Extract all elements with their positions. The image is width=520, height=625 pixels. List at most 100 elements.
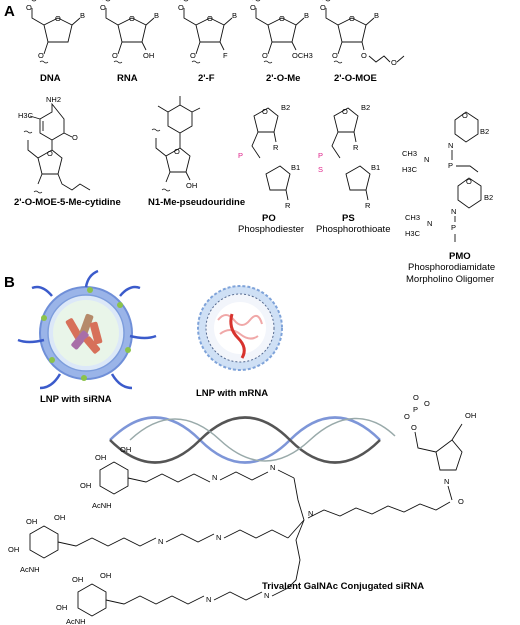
methyl-ch3: CH3 xyxy=(405,213,420,222)
oxygen-moe: O xyxy=(391,58,397,67)
oxygen-atom: O xyxy=(413,393,419,402)
hydroxyl: OH xyxy=(26,517,37,526)
po-full: Phosphodiester xyxy=(238,224,304,235)
fluoro-sugar-structure: O O O B F xyxy=(178,0,237,64)
moe-me-cytidine-structure: NH2 H3C O O xyxy=(18,95,91,194)
oxygen-atom: O xyxy=(411,423,417,432)
dna-sugar-structure: O O O B xyxy=(26,0,85,64)
ring-oxygen: O xyxy=(262,107,268,116)
lnp-mrna-illustration xyxy=(197,285,283,371)
hydroxyl: OH xyxy=(100,571,111,580)
r-group: R xyxy=(353,143,359,152)
oxygen-atom: O xyxy=(424,399,430,408)
ring-nitrogen: N xyxy=(448,141,453,150)
hydroxyl: OH xyxy=(54,513,65,522)
ome-sugar-structure: O O O B OCH3 xyxy=(250,0,313,64)
base-b2-label: B2 xyxy=(480,127,489,136)
sirna-duplex-helix xyxy=(109,416,396,464)
po-abbr: PO xyxy=(262,213,276,224)
r-group: R xyxy=(273,143,279,152)
oxygen-3prime: O xyxy=(262,51,268,60)
hydroxyl: OH xyxy=(8,545,19,554)
ring-oxygen: O xyxy=(129,14,135,23)
galnac-sugar-bottom: OH OH OH AcNH N N xyxy=(56,571,289,625)
ring-nitrogen: N xyxy=(451,207,456,216)
phosphorus: P xyxy=(318,151,323,160)
base-label: B xyxy=(304,11,309,20)
lnp-sirna-illustration xyxy=(17,269,157,390)
phosphorus: P xyxy=(451,223,456,232)
phosphorus: P xyxy=(413,405,418,414)
pmo-full-line2: Morpholino Oligomer xyxy=(406,274,494,285)
moe-label: 2'-O-MOE xyxy=(334,73,377,84)
me-pseudouridine-label: N1-Me-pseudouridine xyxy=(148,197,245,208)
galnac-sugar-middle: OH OH OH AcNH N N xyxy=(8,513,289,574)
hydroxyl: OH xyxy=(120,445,131,454)
amide-n: N xyxy=(212,473,217,482)
phosphorus: P xyxy=(448,161,453,170)
moe-me-cytidine-label: 2'-O-MOE-5-Me-cytidine xyxy=(14,197,121,208)
base-label: B xyxy=(154,11,159,20)
pmo-structure: O B2 N P N CH3 H3C O B2 N P N CH3 H3C xyxy=(402,111,493,242)
hydroxyl-2prime: OH xyxy=(186,181,197,190)
amide-n: N xyxy=(270,463,275,472)
base-b2-label: B2 xyxy=(361,103,370,112)
hydroxyl: OH xyxy=(80,481,91,490)
amide-n: N xyxy=(308,509,313,518)
base-b2-label: B2 xyxy=(484,193,493,202)
hydroxyl-2prime: OH xyxy=(143,51,154,60)
oxygen-5prime: O xyxy=(250,3,256,12)
phosphodiester-structure: O B2 R P B1 R xyxy=(238,103,300,210)
r-group: R xyxy=(365,201,371,210)
hydroxyl: OH xyxy=(465,411,476,420)
phosphorus: P xyxy=(238,151,243,160)
ring-oxygen: O xyxy=(174,147,180,156)
amide-n: N xyxy=(264,591,269,600)
branch-core: N xyxy=(287,477,313,589)
methyl-h3c: H3C xyxy=(402,165,418,174)
moe-sugar-structure: O O O B O O xyxy=(320,0,405,67)
hydroxyl: OH xyxy=(72,575,83,584)
ring-oxygen: O xyxy=(47,149,53,158)
amide-n: N xyxy=(158,537,163,546)
oxygen-5prime: O xyxy=(320,3,326,12)
amide-n: N xyxy=(216,533,221,542)
ps-full: Phosphorothioate xyxy=(316,224,390,235)
acetamido: AcNH xyxy=(20,565,40,574)
amide-oxygen: O xyxy=(458,497,464,506)
hydroxyl: OH xyxy=(56,603,67,612)
ring-oxygen: O xyxy=(462,111,468,120)
hydroxyl: OH xyxy=(95,453,106,462)
rna-sugar-structure: O O O B OH xyxy=(100,0,159,64)
base-b2-label: B2 xyxy=(281,103,290,112)
galnac-sugar-top: OH OH OH AcNH N N xyxy=(80,445,295,510)
carbonyl-oxygen: O xyxy=(72,133,78,142)
ring-oxygen: O xyxy=(342,107,348,116)
pyrrolidine-linker: O P O O O OH N O xyxy=(307,393,476,519)
pyrrolidine-n: N xyxy=(444,477,449,486)
me-pseudouridine-structure: O OH xyxy=(151,96,201,192)
oxygen-atom: O xyxy=(404,412,410,421)
oxygen-3prime: O xyxy=(332,51,338,60)
panel-b-label: B xyxy=(4,274,15,291)
pmo-full-line1: Phosphorodiamidate xyxy=(408,262,495,273)
ring-oxygen: O xyxy=(279,14,285,23)
oxygen-3prime: O xyxy=(38,51,44,60)
ome-label: 2'-O-Me xyxy=(266,73,300,84)
lnp-mrna-label: LNP with mRNA xyxy=(196,388,268,399)
base-label: B xyxy=(232,11,237,20)
methyl-h3c: H3C xyxy=(405,229,421,238)
ps-abbr: PS xyxy=(342,213,355,224)
amino-group: NH2 xyxy=(46,95,61,104)
fluorine-2prime: F xyxy=(223,51,228,60)
oxygen-5prime: O xyxy=(26,3,32,12)
galnac-conjugate-label: Trivalent GalNAc Conjugated siRNA xyxy=(262,581,424,592)
oxygen-2prime: O xyxy=(361,51,367,60)
amide-n: N xyxy=(206,595,211,604)
oxygen-3prime: O xyxy=(112,51,118,60)
panel-a-label: A xyxy=(4,3,15,20)
acetamido: AcNH xyxy=(92,501,112,510)
sirna-cargo xyxy=(65,313,103,354)
acetamido: AcNH xyxy=(66,617,86,625)
